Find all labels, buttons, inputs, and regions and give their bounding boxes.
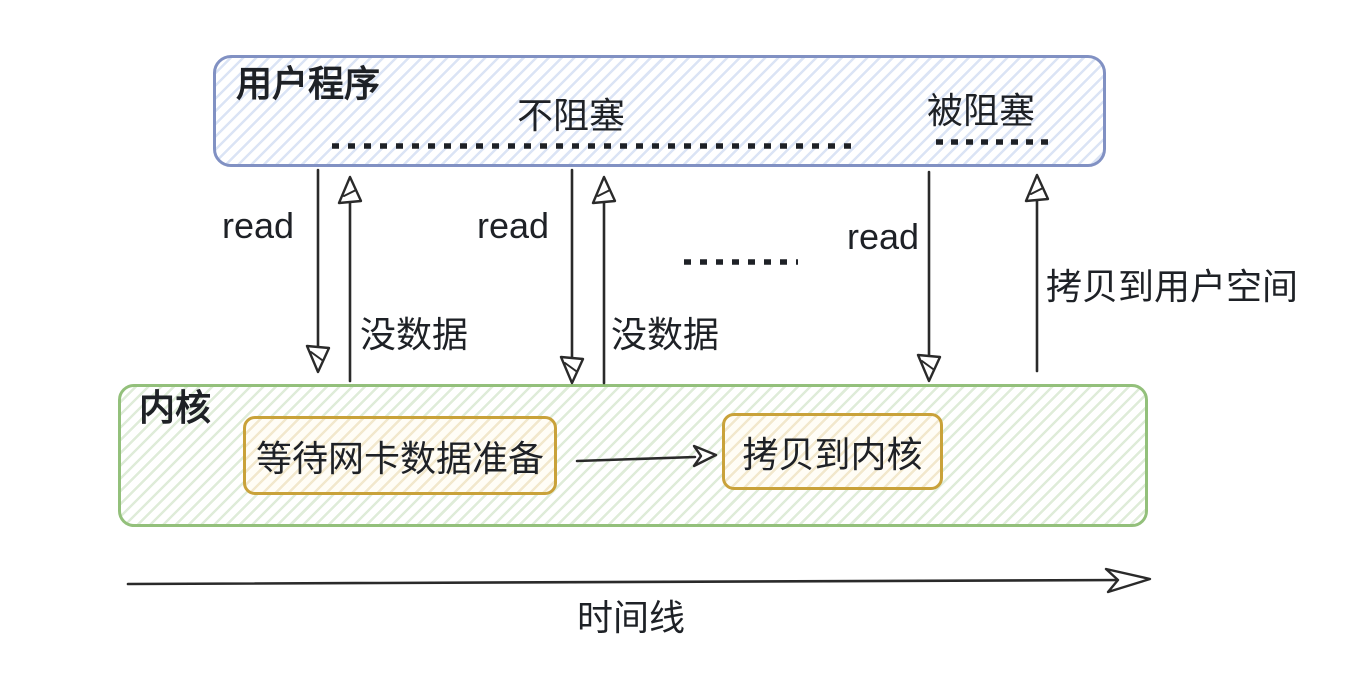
blocked-phase-label: 被阻塞 xyxy=(927,90,1036,131)
wait-nic-data-step-box: 等待网卡数据准备 xyxy=(243,416,557,495)
nonblocking-phase-label: 不阻塞 xyxy=(517,95,626,136)
kernel-box xyxy=(118,384,1148,527)
no-data-label-2: 没数据 xyxy=(611,314,720,355)
copy-to-kernel-step-label: 拷贝到内核 xyxy=(742,433,923,475)
timeline-label: 时间线 xyxy=(577,597,686,638)
wait-nic-data-step-label: 等待网卡数据准备 xyxy=(255,437,544,479)
copy-to-user-arrow-up xyxy=(1024,173,1050,373)
copy-to-user-space-label: 拷贝到用户空间 xyxy=(1046,266,1299,307)
read-arrow-down-3 xyxy=(916,170,942,383)
no-data-arrow-up-1 xyxy=(337,175,363,383)
kernel-title: 内核 xyxy=(139,387,212,428)
timeline-arrow xyxy=(126,567,1152,594)
read-call-label-3: read xyxy=(847,216,920,257)
user-program-title: 用户程序 xyxy=(236,63,381,104)
copy-to-kernel-step-box: 拷贝到内核 xyxy=(722,413,943,490)
read-arrow-down-1 xyxy=(305,168,331,374)
read-arrow-down-2 xyxy=(559,168,585,385)
read-call-label-1: read xyxy=(222,205,295,246)
no-data-label-1: 没数据 xyxy=(360,314,469,355)
read-call-label-2: read xyxy=(477,205,550,246)
